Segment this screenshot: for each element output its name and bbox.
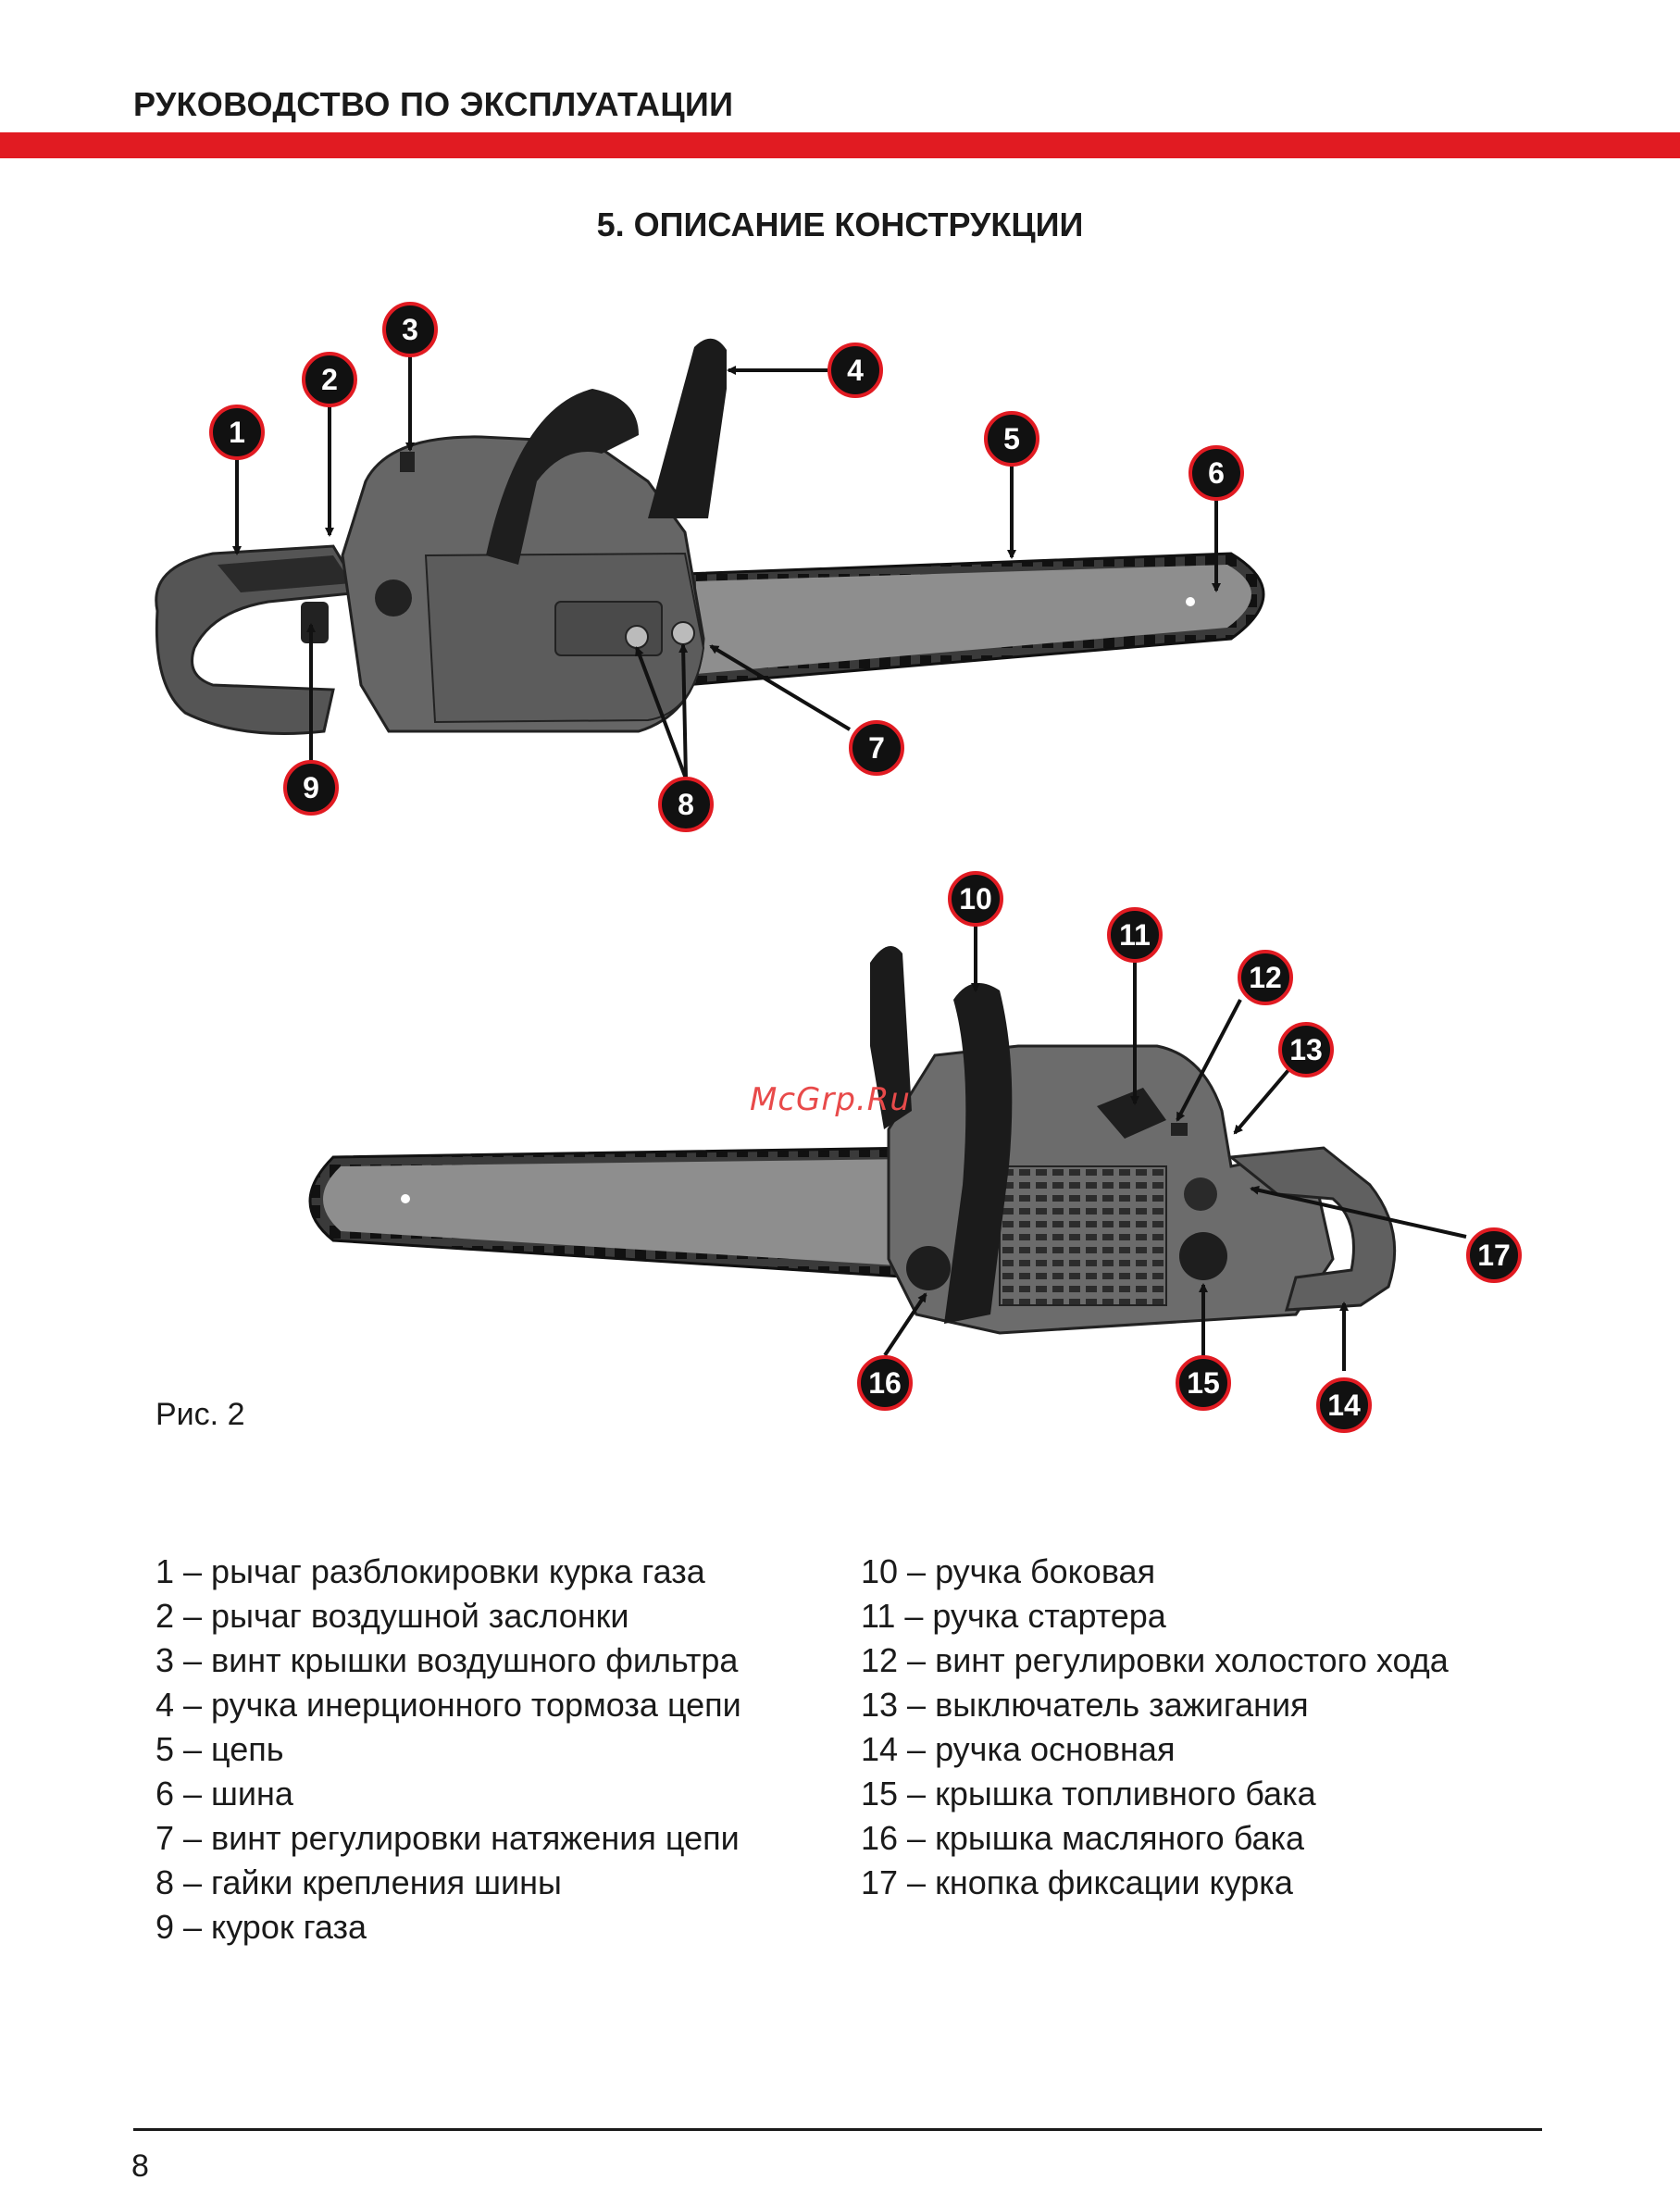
legend-item: 10 – ручка боковая [861,1552,1156,1590]
engine-cap-icon [375,579,412,617]
oil-cap-icon [906,1246,951,1290]
starter-handle-icon [1097,1088,1166,1139]
svg-text:11: 11 [1119,918,1151,952]
guide-bar [683,552,1265,687]
chain-brake-handle [648,338,727,518]
legend-item: 3 – винт крышки воздушного фильтра [156,1641,739,1679]
bar-hole [401,1194,410,1203]
callout-12: 12 [1238,950,1293,1005]
fuel-cap-icon [1179,1232,1227,1280]
rear-handle [155,544,364,735]
svg-text:3: 3 [402,313,418,346]
legend-item: 13 – выключатель зажигания [861,1686,1309,1724]
engine-body [341,435,705,733]
filter-screw-icon [400,452,415,472]
svg-text:1: 1 [229,416,245,449]
callout-10: 10 [948,871,1003,927]
callout-9: 9 [283,760,339,816]
chain-brake-handle-2 [870,946,912,1129]
callout-14: 14 [1316,1377,1372,1433]
svg-text:7: 7 [868,731,885,765]
legend-item: 7 – винт регулировки натяжения цепи [156,1819,740,1857]
legend-item: 16 – крышка масляного бака [861,1819,1305,1857]
callout-6: 6 [1188,445,1244,501]
chainsaw-right-view [308,946,1397,1335]
legend-right-column: 10 – ручка боковая 11 – ручка стартера 1… [861,1550,1449,1905]
bar-nut-icon [671,621,695,645]
chainsaw-left-view [155,338,1265,735]
svg-text:9: 9 [303,771,319,804]
front-handle [486,389,639,565]
callout-1: 1 [209,405,265,460]
legend-item: 17 – кнопка фиксации курка [861,1863,1293,1901]
rear-handle-2 [1227,1146,1397,1312]
svg-text:8: 8 [678,788,694,821]
svg-text:13: 13 [1289,1033,1323,1066]
legend-item: 8 – гайки крепления шины [156,1863,562,1901]
svg-text:16: 16 [868,1366,902,1400]
leader-lines [232,355,1467,1371]
header-accent-bar [0,132,1680,158]
callout-2: 2 [302,352,357,407]
svg-text:10: 10 [959,882,992,916]
legend-item: 2 – рычаг воздушной заслонки [156,1597,629,1635]
callout-4: 4 [828,343,883,398]
figure-caption: Рис. 2 [156,1397,245,1432]
svg-text:15: 15 [1187,1366,1220,1400]
footer-divider [133,2128,1542,2131]
watermark-text: McGrp.Ru [750,1081,911,1118]
bar-nut-icon [625,625,649,649]
legend-item: 1 – рычаг разблокировки курка газа [156,1552,705,1590]
legend-item: 12 – винт регулировки холостого хода [861,1641,1449,1679]
throttle-trigger [301,602,329,643]
legend-item: 14 – ручка основная [861,1730,1176,1768]
callout-8: 8 [658,777,714,832]
legend-item: 5 – цепь [156,1730,284,1768]
callout-5: 5 [984,411,1039,467]
callout-17: 17 [1466,1227,1522,1283]
callout-3: 3 [382,302,438,357]
svg-text:17: 17 [1477,1239,1511,1272]
page-number: 8 [131,2149,149,2184]
side-handle [944,983,1013,1324]
idle-screw-icon [1171,1123,1188,1136]
svg-text:2: 2 [321,363,338,396]
svg-text:4: 4 [847,354,864,387]
svg-text:14: 14 [1327,1389,1361,1422]
svg-text:5: 5 [1003,422,1020,455]
callout-15: 15 [1176,1355,1231,1411]
section-title: 5. ОПИСАНИЕ КОНСТРУКЦИИ [596,206,1084,243]
legend-item: 15 – крышка топливного бака [861,1775,1316,1813]
callout-16: 16 [857,1355,913,1411]
bar-hole [1186,597,1195,606]
callout-11: 11 [1107,907,1163,963]
guide-bar-2 [308,1146,918,1279]
svg-text:12: 12 [1249,961,1282,994]
svg-text:6: 6 [1208,456,1225,490]
legend-item: 4 – ручка инерционного тормоза цепи [156,1686,741,1724]
legend-item: 9 – курок газа [156,1908,367,1946]
callout-13: 13 [1278,1022,1334,1078]
legend-item: 6 – шина [156,1775,293,1813]
legend-item: 11 – ручка стартера [861,1597,1166,1635]
legend-left-column: 1 – рычаг разблокировки курка газа 2 – р… [156,1550,741,1950]
document-header-title: РУКОВОДСТВО ПО ЭКСПЛУАТАЦИИ [133,85,734,123]
callout-7: 7 [849,720,904,776]
